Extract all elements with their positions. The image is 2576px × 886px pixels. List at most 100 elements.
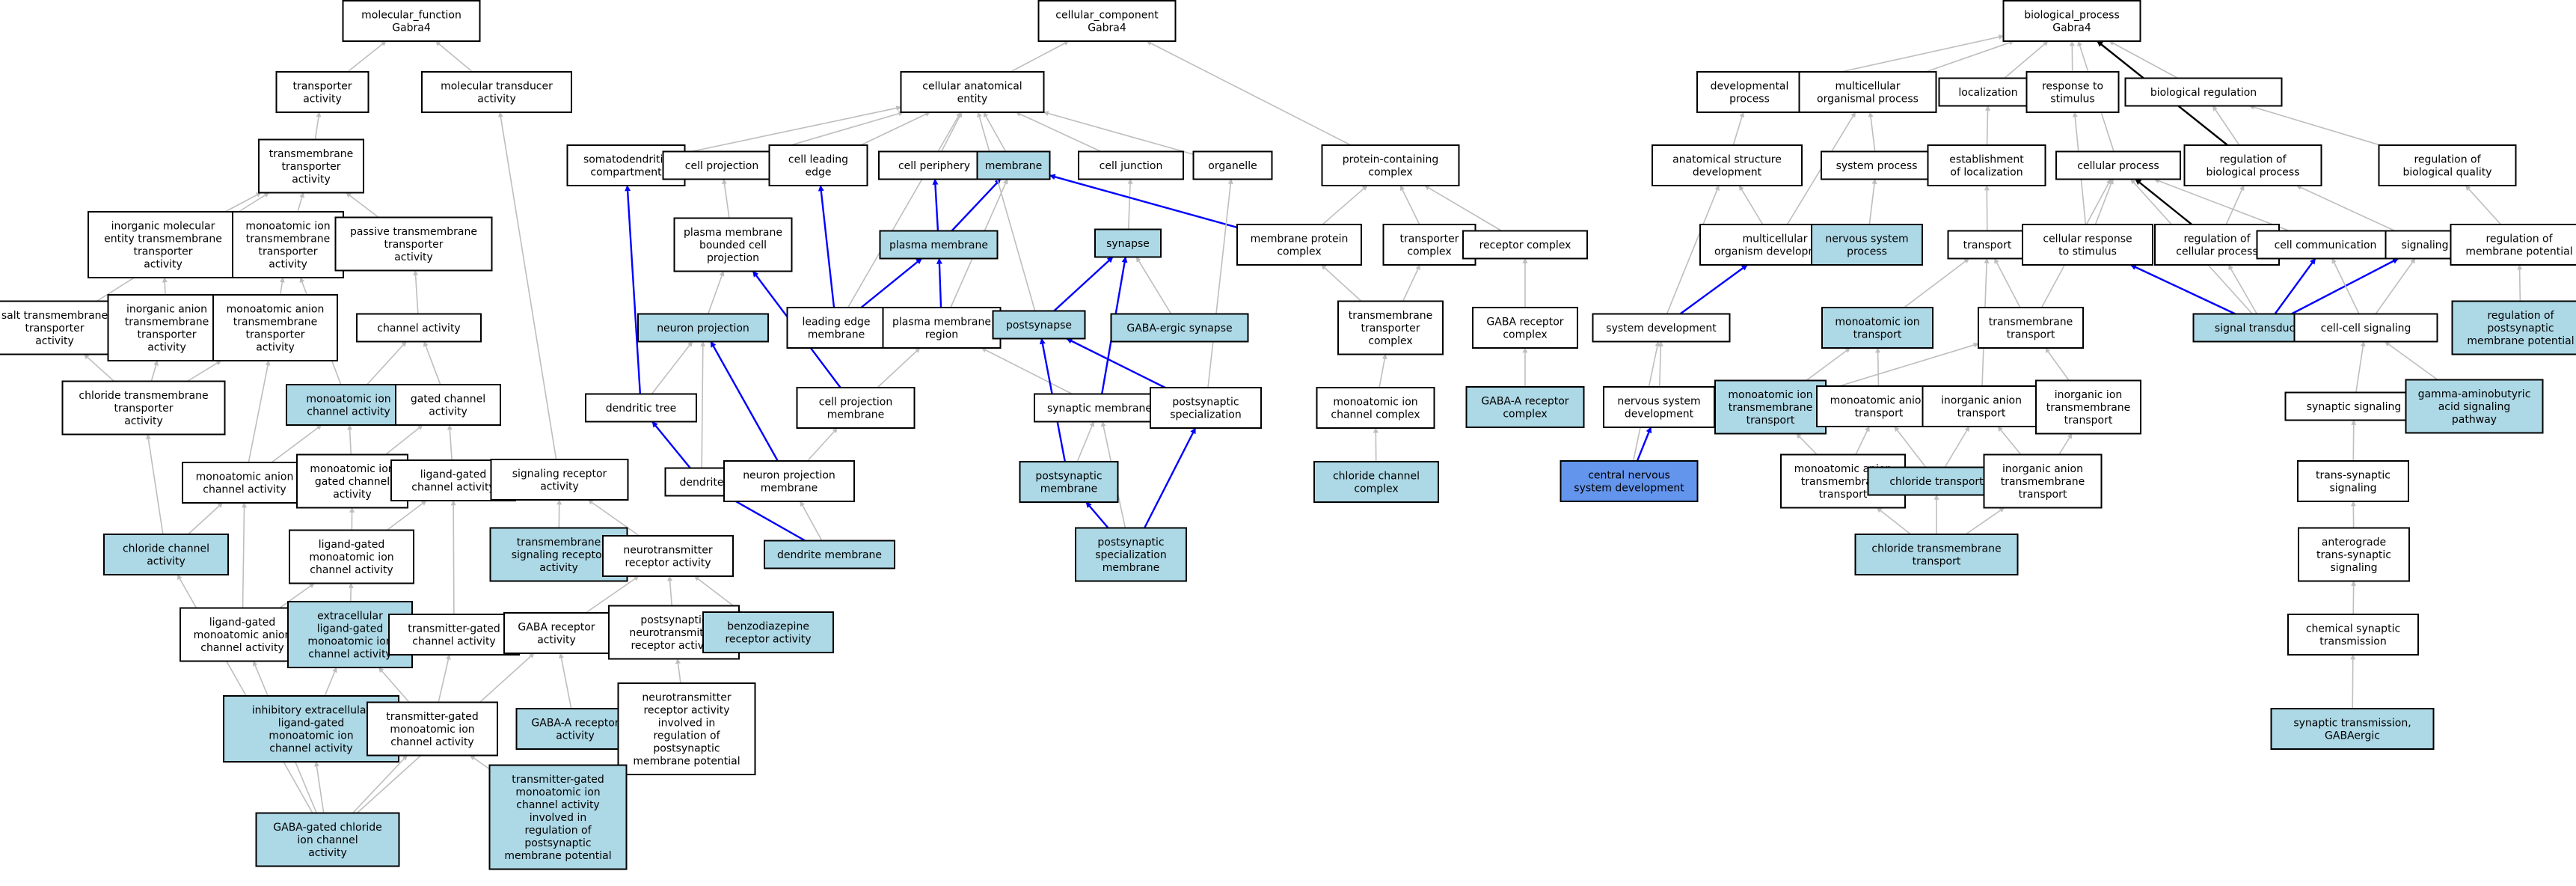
is-a-edge — [2517, 264, 2523, 302]
term-label-line: trans-synaptic — [2316, 470, 2391, 482]
term-box — [2256, 230, 2395, 260]
term-label-line: receptor complex — [1479, 239, 1571, 251]
term-box — [585, 393, 697, 423]
is-a-edge — [1666, 185, 1720, 314]
term-label-line: postsynaptic — [1172, 397, 1239, 409]
is-a-edge — [1322, 185, 1368, 225]
term-label-line: GABA receptor — [518, 622, 595, 634]
is-a-edge — [2331, 257, 2360, 314]
term-label-line: transport — [1747, 415, 1795, 427]
term-label-line: channel activity — [307, 406, 390, 418]
is-a-edge — [1806, 347, 1851, 382]
is-a-edge — [279, 582, 315, 609]
term-label-line: gated channel — [411, 394, 485, 406]
term-label-line: activity — [333, 489, 372, 501]
term-label-line: specialization — [1095, 549, 1166, 561]
term-label-line: monoatomic ion — [1728, 389, 1812, 401]
term-label-line: Gabra4 — [2052, 22, 2091, 34]
term-label-line: neurotransmitter — [623, 545, 712, 557]
is-a-edge — [981, 347, 1073, 395]
term-label-line: chloride transmembrane — [79, 390, 208, 402]
is-a-edge — [1146, 40, 1352, 146]
term-label-line: postsynaptic — [640, 614, 707, 626]
term-box — [1465, 386, 1585, 428]
term-box — [1110, 313, 1249, 343]
term-label-line: process — [1847, 246, 1887, 258]
term-label-line: chloride transport — [1889, 476, 1984, 488]
term-box — [334, 216, 493, 272]
is-a-edge — [1997, 426, 2022, 456]
is-a-edge — [940, 111, 963, 152]
term-label-line: complex — [1407, 246, 1451, 258]
term-label-line: organism development — [1714, 246, 1836, 258]
term-label-line: membrane — [1040, 483, 1098, 495]
term-label-line: cell-cell signaling — [2321, 323, 2411, 334]
is-a-edge — [559, 653, 572, 709]
term-label-line: monoatomic ion — [307, 636, 392, 648]
term-label-line: protein-containing — [1343, 154, 1438, 166]
is-a-edge — [2274, 257, 2316, 315]
term-box — [2298, 527, 2410, 582]
term-node: biological regulation — [2124, 77, 2283, 107]
term-label-line: complex — [1277, 246, 1321, 258]
term-label-line: monoatomic anion — [227, 304, 325, 316]
term-box — [275, 71, 369, 113]
is-a-edge — [1876, 507, 1912, 535]
term-box — [182, 462, 307, 504]
term-label-line: activity — [429, 406, 467, 418]
is-a-edge — [314, 111, 322, 140]
term-label-line: postsynaptic — [2487, 323, 2554, 334]
term-node: synapse — [1094, 228, 1162, 258]
term-label-line: regulation of — [2485, 233, 2553, 245]
term-label-line: channel activity — [200, 642, 283, 654]
term-label-line: complex — [1368, 335, 1412, 347]
term-box — [1798, 71, 1937, 113]
term-label-line: somatodendritic — [583, 154, 669, 166]
term-box — [395, 384, 501, 426]
term-node: dendrite membrane — [764, 540, 895, 569]
is-a-edge — [2094, 178, 2114, 225]
term-label-line: postsynaptic — [524, 837, 591, 849]
term-label-line: activity — [256, 342, 295, 354]
term-node: neuron projection — [637, 313, 769, 343]
edge-layer — [83, 34, 2523, 814]
is-a-edge — [877, 347, 921, 388]
is-a-edge — [145, 433, 164, 535]
term-box — [490, 459, 629, 501]
term-box — [1854, 534, 2019, 575]
term-box — [882, 307, 1002, 349]
term-label-line: GABA-ergic synapse — [1126, 323, 1232, 334]
term-label-line: channel activity — [412, 636, 495, 648]
term-label-line: ligand-gated — [319, 539, 385, 551]
term-box — [289, 529, 414, 584]
term-label-line: inorganic anion — [2002, 463, 2083, 475]
is-a-edge — [2109, 40, 2179, 79]
term-box — [2378, 144, 2517, 186]
term-box — [1150, 387, 1262, 429]
term-label-line: establishment — [1949, 154, 2024, 166]
term-box — [103, 534, 229, 575]
term-label-line: signaling — [2401, 239, 2448, 251]
term-label-line: membrane — [827, 409, 885, 421]
is-a-edge — [651, 421, 691, 469]
term-label-line: receptor activity — [643, 705, 729, 717]
term-label-line: GABA-A receptor — [1481, 396, 1568, 408]
is-a-edge — [1855, 426, 1870, 455]
term-label-line: postsynaptic — [1097, 537, 1164, 549]
term-label-line: pathway — [2452, 414, 2497, 426]
term-label-line: ligand-gated — [278, 718, 345, 730]
is-a-edge — [2375, 257, 2416, 314]
term-label-line: to stimulus — [2058, 246, 2117, 258]
term-label-line: monoatomic ion — [310, 463, 394, 475]
